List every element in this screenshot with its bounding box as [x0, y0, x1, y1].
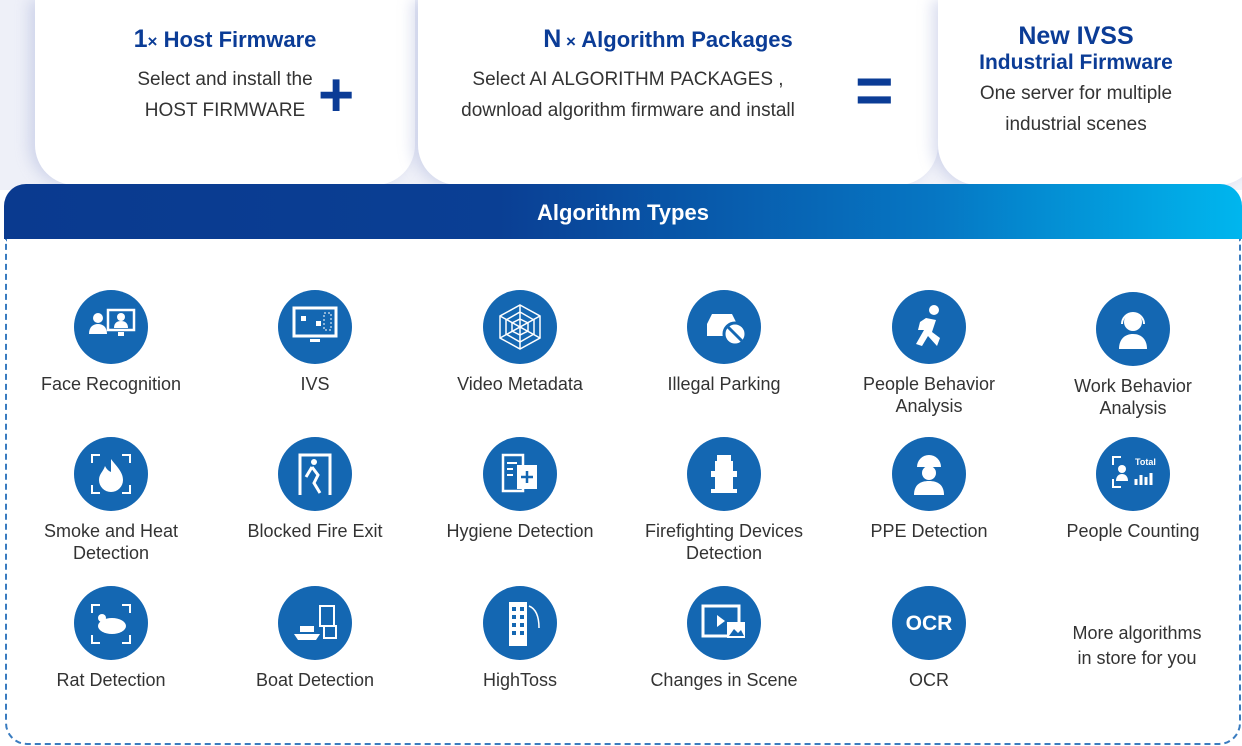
algorithm-item-rat-detection: Rat Detection — [11, 586, 211, 691]
algorithm-item-ivs: IVS — [215, 290, 415, 395]
rat-icon — [74, 586, 148, 660]
algorithm-item-people-behavior-analysis: People Behavior Analysis — [829, 290, 1029, 417]
algorithm-item-face-recognition: Face Recognition — [11, 290, 211, 395]
ivss-desc-2: industrial scenes — [1005, 114, 1147, 135]
ivs-monitor-icon — [278, 290, 352, 364]
algorithm-packages-title: N × Algorithm Packages — [543, 25, 793, 53]
algorithm-item-changes-in-scene: Changes in Scene — [624, 586, 824, 691]
algorithm-label: People Counting — [1066, 521, 1200, 541]
algorithm-types-panel — [5, 239, 1241, 745]
algorithm-label: Smoke and Heat Detection — [43, 521, 179, 563]
algorithm-item-hygiene-detection: Hygiene Detection — [420, 437, 620, 542]
svg-text:Total: Total — [1135, 457, 1156, 467]
algorithm-label: Blocked Fire Exit — [247, 521, 383, 541]
fire-exit-icon — [278, 437, 352, 511]
people-counting-icon: Total — [1096, 437, 1170, 511]
host-firmware-card: 1× Host Firmware Select and install the … — [35, 0, 415, 185]
algorithm-types-banner: Algorithm Types — [4, 184, 1242, 239]
worker-headset-icon — [1096, 292, 1170, 366]
ivss-title: New IVSS — [1018, 22, 1134, 50]
flame-icon — [74, 437, 148, 511]
boat-icon — [278, 586, 352, 660]
algorithm-item-boat-detection: Boat Detection — [215, 586, 415, 691]
more-line-1: More algorithms — [1072, 623, 1202, 643]
ocr-icon: OCR — [892, 586, 966, 660]
host-firmware-title: 1× Host Firmware — [133, 25, 317, 53]
algorithm-label: OCR — [909, 670, 949, 690]
svg-text:OCR: OCR — [906, 612, 953, 635]
algorithm-label: Video Metadata — [457, 374, 583, 394]
face-recognition-icon — [74, 290, 148, 364]
helmet-worker-icon — [892, 437, 966, 511]
algorithm-item-firefighting-devices-detection: Firefighting Devices Detection — [624, 437, 824, 564]
algorithm-item-hightoss: HighToss — [420, 586, 620, 691]
building-toss-icon — [483, 586, 557, 660]
algorithm-item-blocked-fire-exit: Blocked Fire Exit — [215, 437, 415, 542]
algorithm-label: Rat Detection — [56, 670, 166, 690]
plus-operator: + — [318, 61, 355, 130]
film-scene-icon — [687, 586, 761, 660]
more-algorithms-note: More algorithms in store for you — [1037, 621, 1237, 671]
no-parking-car-icon — [687, 290, 761, 364]
equals-operator: = — [855, 53, 894, 127]
fire-hydrant-icon — [687, 437, 761, 511]
web-icon — [483, 290, 557, 364]
algorithm-item-illegal-parking: Illegal Parking — [624, 290, 824, 395]
ivss-desc-1: One server for multiple — [979, 83, 1173, 104]
algorithm-label: Face Recognition — [40, 374, 182, 394]
algorithm-packages-desc-2: download algorithm firmware and install — [461, 100, 795, 121]
algorithm-packages-card: N × Algorithm Packages Select AI ALGORIT… — [418, 0, 938, 185]
algorithm-label: Boat Detection — [255, 670, 375, 690]
algorithm-label: HighToss — [482, 670, 558, 690]
algorithm-label: Work Behavior Analysis — [1074, 376, 1192, 418]
algorithm-label: Changes in Scene — [650, 670, 798, 690]
algorithm-label: IVS — [300, 374, 330, 394]
algorithm-label: Illegal Parking — [667, 374, 781, 394]
algorithm-label: Hygiene Detection — [446, 521, 594, 541]
algorithm-item-ocr: OCR OCR — [829, 586, 1029, 691]
host-firmware-desc-2: HOST FIRMWARE — [144, 100, 306, 121]
algorithm-item-work-behavior-analysis: Work Behavior Analysis — [1033, 292, 1233, 419]
running-person-icon — [892, 290, 966, 364]
algorithm-label: People Behavior Analysis — [862, 374, 996, 416]
host-firmware-desc-1: Select and install the — [137, 69, 313, 90]
algorithm-label: PPE Detection — [870, 521, 988, 541]
ivss-firmware-card: New IVSS Industrial Firmware One server … — [938, 0, 1242, 185]
algorithm-item-ppe-detection: PPE Detection — [829, 437, 1029, 542]
hygiene-document-icon — [483, 437, 557, 511]
algorithm-item-smoke-and-heat-detection: Smoke and Heat Detection — [11, 437, 211, 564]
algorithm-label: Firefighting Devices Detection — [644, 521, 804, 563]
more-line-2: in store for you — [1077, 648, 1197, 668]
ivss-subtitle: Industrial Firmware — [979, 51, 1173, 74]
algorithm-item-video-metadata: Video Metadata — [420, 290, 620, 395]
algorithm-packages-desc-1: Select AI ALGORITHM PACKAGES , — [472, 69, 784, 90]
